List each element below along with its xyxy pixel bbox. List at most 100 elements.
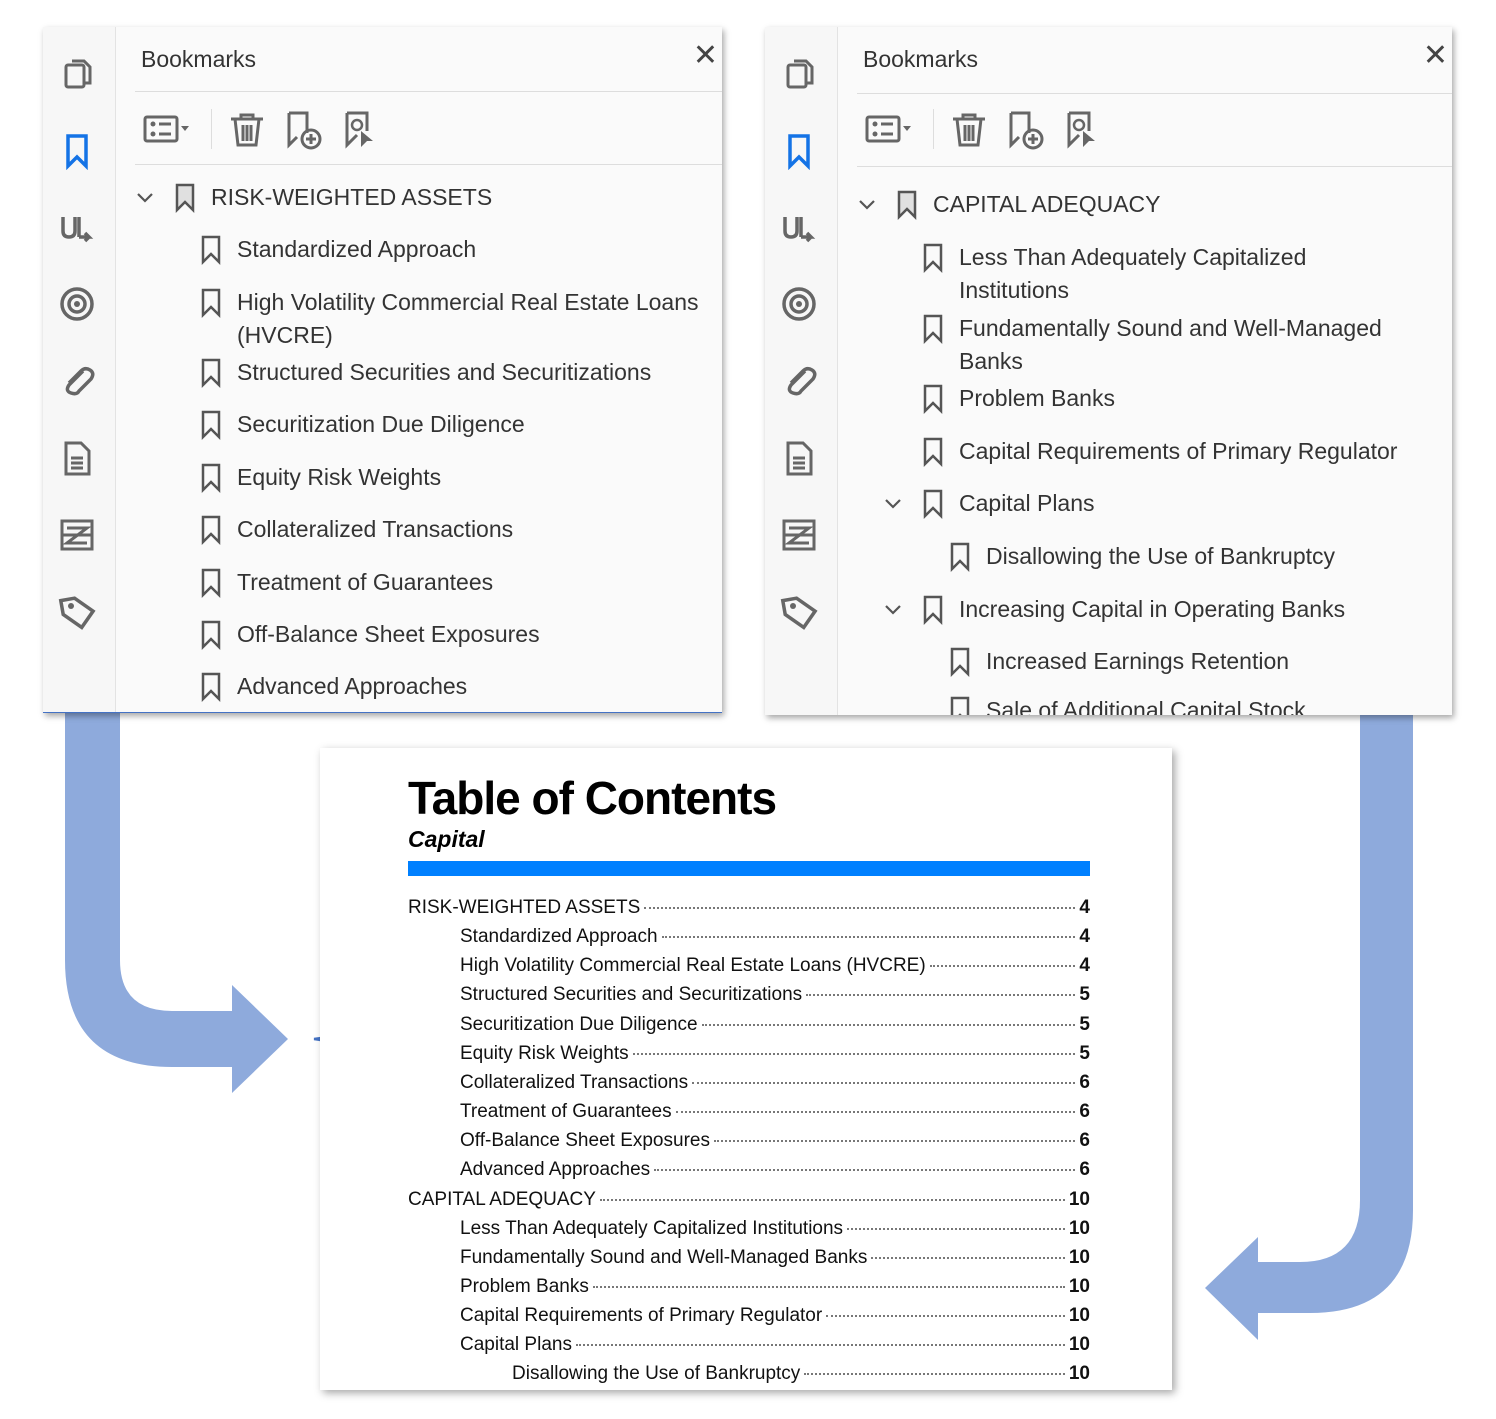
new-bookmark-button[interactable] — [1003, 107, 1047, 151]
sidebar-document-button[interactable] — [57, 438, 97, 478]
toolbar-separator — [211, 109, 212, 149]
toc-entry[interactable]: Less Than Adequately Capitalized Institu… — [408, 1217, 1090, 1246]
bookmark-item[interactable]: Standardized Approach — [199, 233, 476, 266]
chevron-down-icon[interactable] — [857, 188, 877, 221]
options-menu-button[interactable] — [141, 107, 193, 151]
attachment-icon — [787, 366, 817, 396]
toc-entry-label: Equity Risk Weights — [460, 1042, 629, 1064]
delete-button[interactable] — [947, 107, 991, 151]
bookmark-item[interactable]: High Volatility Commercial Real Estate L… — [199, 286, 698, 352]
bookmark-item[interactable]: Off-Balance Sheet Exposures — [199, 618, 540, 651]
sidebar-attachment-button[interactable] — [779, 361, 819, 401]
bookmark-label: Standardized Approach — [237, 236, 477, 262]
sidebar-pages-button[interactable] — [57, 53, 97, 93]
sidebar-bookmark-button[interactable] — [57, 130, 97, 171]
bookmark-icon — [201, 288, 221, 319]
bookmark-icon — [201, 463, 221, 494]
bookmark-label-wrapped: High Volatility Commercial Real Estate L… — [237, 286, 698, 352]
bookmark-item[interactable]: Fundamentally Sound and Well-Managed Ban… — [921, 312, 1382, 378]
toc-entry[interactable]: Structured Securities and Securitization… — [408, 983, 1090, 1012]
bookmark-item[interactable]: RISK-WEIGHTED ASSETS — [137, 181, 492, 214]
compare-icon — [60, 519, 94, 551]
panel-title: Bookmarks — [863, 46, 979, 72]
label-line: Banks — [959, 348, 1023, 374]
sidebar-document-button[interactable] — [779, 438, 819, 478]
toc-page-number: 6 — [1079, 1159, 1090, 1181]
chevron-down-icon[interactable] — [135, 181, 155, 214]
close-icon[interactable]: ✕ — [1422, 39, 1448, 72]
label-line: Less Than Adequately Capitalized — [959, 244, 1307, 270]
bookmark-icon — [923, 437, 943, 468]
sidebar-compare-button[interactable] — [779, 515, 819, 555]
bookmark-item[interactable]: Equity Risk Weights — [199, 461, 441, 494]
sidebar-target-button[interactable] — [57, 284, 97, 324]
close-icon[interactable]: ✕ — [692, 39, 718, 72]
bookmark-label: Increased Earnings Retention — [986, 648, 1290, 674]
bookmark-from-selection-button[interactable] — [339, 107, 383, 151]
toc-entry[interactable]: Fundamentally Sound and Well-Managed Ban… — [408, 1246, 1090, 1275]
dot-leader — [661, 936, 1076, 939]
dot-leader — [847, 1227, 1065, 1230]
bookmark-item[interactable]: Increasing Capital in Operating Banks — [885, 593, 1345, 626]
bookmark-icon — [950, 542, 970, 573]
delete-button[interactable] — [225, 107, 269, 151]
bookmark-icon — [201, 358, 221, 389]
bookmark-item[interactable]: Less Than Adequately Capitalized Institu… — [921, 241, 1306, 307]
bookmark-item[interactable]: Increased Earnings Retention — [948, 645, 1289, 678]
toc-entry-label: Capital Plans — [460, 1334, 572, 1356]
toc-entry-label: CAPITAL ADEQUACY — [408, 1188, 596, 1210]
bookmark-item[interactable]: Sale of Additional Capital Stock — [948, 694, 1306, 715]
bookmark-icon — [201, 515, 221, 546]
toc-entry[interactable]: Capital Requirements of Primary Regulato… — [408, 1304, 1090, 1333]
bookmark-item[interactable]: Treatment of Guarantees — [199, 566, 493, 599]
bookmark-item[interactable]: Collateralized Transactions — [199, 513, 513, 546]
sidebar-bookmark-button[interactable] — [779, 130, 819, 171]
sidebar-signature-button[interactable] — [57, 207, 97, 247]
options-menu-button[interactable] — [863, 107, 915, 151]
sidebar-target-button[interactable] — [779, 284, 819, 324]
bookmark-icon — [201, 235, 221, 266]
sidebar-compare-button[interactable] — [57, 515, 97, 555]
toc-entry-label: Securitization Due Diligence — [460, 1013, 698, 1035]
bookmark-from-selection-button[interactable] — [1061, 107, 1105, 151]
bookmark-item[interactable]: Capital Plans — [885, 487, 1095, 520]
sidebar-pages-button[interactable] — [779, 53, 819, 93]
toc-entry[interactable]: High Volatility Commercial Real Estate L… — [408, 954, 1090, 983]
new-bookmark-icon — [287, 111, 322, 150]
bookmark-item[interactable]: Advanced Approaches — [199, 670, 467, 703]
bookmark-item[interactable]: Structured Securities and Securitization… — [199, 356, 651, 389]
sidebar-signature-button[interactable] — [779, 207, 819, 247]
bookmark-item[interactable]: CAPITAL ADEQUACY — [859, 188, 1161, 221]
bookmark-item[interactable]: Securitization Due Diligence — [199, 408, 525, 441]
toolbar-separator — [933, 109, 934, 149]
bookmark-label: Collateralized Transactions — [237, 516, 514, 542]
toc-entry-label: Problem Banks — [460, 1275, 589, 1297]
bookmark-item[interactable]: Capital Requirements of Primary Regulato… — [921, 435, 1397, 468]
chevron-down-icon[interactable] — [883, 487, 903, 520]
bookmark-item[interactable]: Problem Banks — [921, 382, 1115, 415]
bookmark-item[interactable]: Disallowing the Use of Bankruptcy — [948, 540, 1335, 573]
right-bookmarks-panel: Bookmarks ✕ CAPITAL ADEQUACY Less Than Ad… — [765, 27, 1452, 715]
sidebar-tag-button[interactable] — [57, 592, 97, 632]
bookmark-label: Capital Requirements of Primary Regulato… — [959, 438, 1398, 464]
bookmark-icon — [897, 190, 917, 221]
bookmark-icon — [923, 595, 943, 626]
chevron-down-icon[interactable] — [883, 593, 903, 626]
dot-leader — [871, 1256, 1065, 1259]
new-bookmark-button[interactable] — [281, 107, 325, 151]
sidebar-tag-button[interactable] — [779, 592, 819, 632]
sidebar-attachment-button[interactable] — [57, 361, 97, 401]
